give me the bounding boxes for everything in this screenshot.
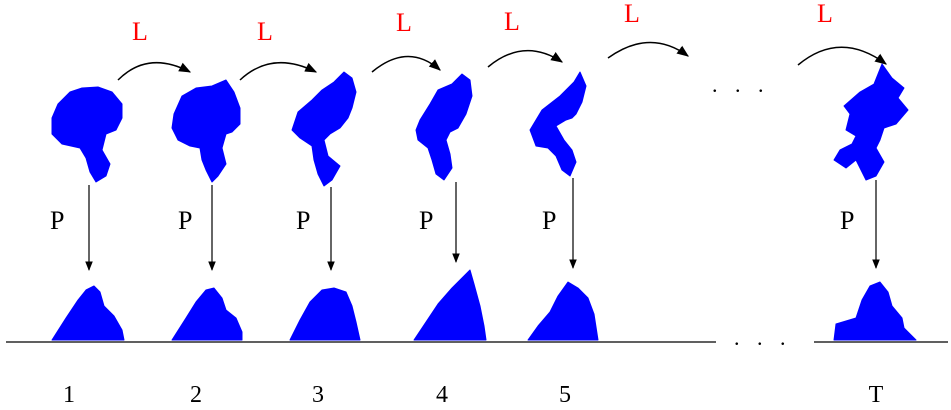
object-shape-6 — [833, 63, 909, 181]
transition-label-4: L — [504, 7, 520, 36]
projection-label-6: P — [840, 206, 854, 235]
projection-shape-5 — [527, 281, 599, 341]
object-shape-2 — [171, 79, 241, 183]
frame-label-4: 4 — [436, 382, 448, 408]
frame-label-3: 3 — [312, 382, 324, 408]
projection-label-2: P — [178, 206, 192, 235]
object-shape-5 — [529, 71, 587, 177]
transition-arrow-2 — [239, 61, 318, 81]
transition-label-3: L — [396, 8, 412, 37]
transition-arrow-5 — [607, 41, 689, 59]
projection-label-5: P — [542, 206, 556, 235]
frame-label-T: T — [869, 382, 884, 408]
projection-shape-4 — [413, 269, 487, 341]
transition-label-6: L — [817, 0, 833, 28]
transition-arrow-4 — [487, 50, 564, 68]
projection-arrows — [85, 178, 880, 271]
object-shapes — [51, 63, 909, 187]
transition-label-2: L — [257, 17, 273, 46]
projection-shapes — [51, 269, 917, 341]
frame-labels: 1 2 3 4 5 T — [63, 382, 884, 408]
transition-labels: L L L L L L — [132, 0, 833, 46]
frame-label-2: 2 — [190, 382, 202, 408]
transition-label-1: L — [132, 17, 148, 46]
ellipsis-top: . . . — [712, 72, 770, 97]
projection-label-1: P — [50, 206, 64, 235]
transition-label-5: L — [624, 0, 640, 28]
transition-arrow-3 — [371, 55, 441, 73]
object-shape-3 — [291, 71, 357, 187]
projection-shape-1 — [51, 285, 125, 341]
projection-shape-2 — [171, 287, 243, 341]
projection-label-4: P — [419, 206, 433, 235]
projection-shape-6 — [833, 281, 917, 341]
transition-arrows — [117, 41, 887, 81]
frame-label-1: 1 — [63, 382, 75, 408]
ellipsis-bottom: . . . — [734, 325, 792, 350]
projection-shape-3 — [289, 287, 361, 341]
object-shape-1 — [51, 86, 123, 183]
object-shape-4 — [415, 73, 473, 181]
frame-label-5: 5 — [559, 382, 571, 408]
projection-label-3: P — [296, 206, 310, 235]
transition-arrow-6 — [797, 46, 887, 66]
projection-labels: P P P P P P — [50, 206, 854, 235]
transition-arrow-1 — [117, 61, 192, 81]
